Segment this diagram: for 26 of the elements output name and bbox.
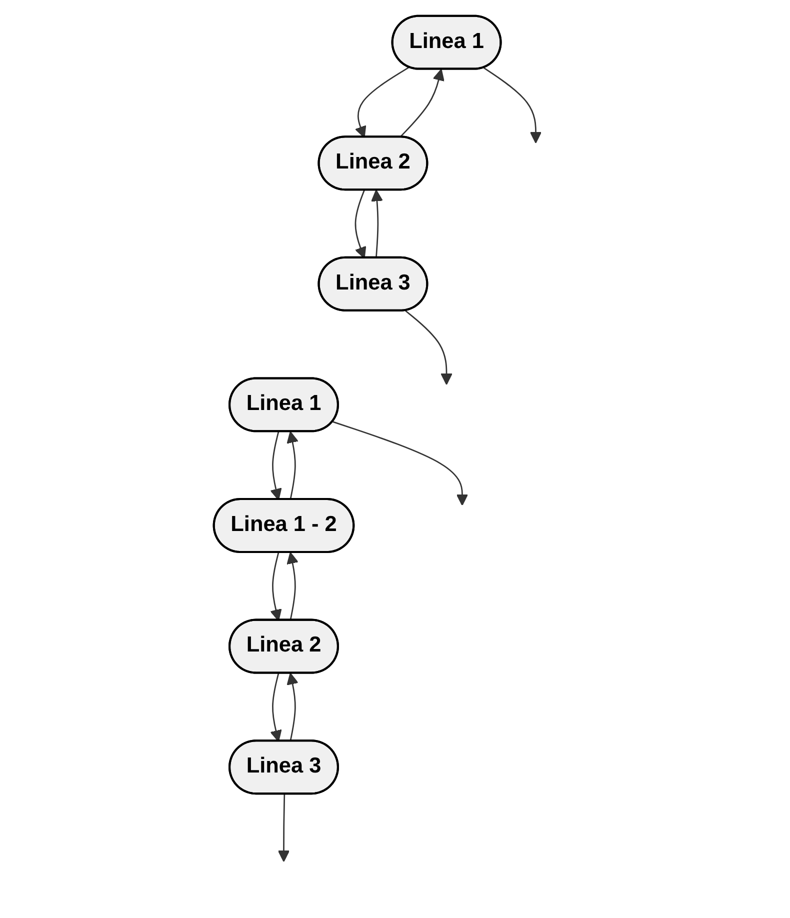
arrow — [483, 67, 542, 144]
node-label: Linea 3 — [335, 270, 410, 297]
rounded-box — [228, 740, 339, 795]
arrow — [270, 673, 282, 742]
arrow — [286, 552, 298, 621]
arrow — [278, 794, 290, 862]
arrow — [270, 432, 282, 500]
arrow — [286, 431, 298, 500]
arrow — [404, 310, 452, 385]
node-label: Linea 3 — [246, 754, 321, 780]
arrow — [286, 672, 298, 742]
node-label: Linea 1 — [246, 392, 321, 418]
node-label: Linea 1 - 2 — [230, 512, 337, 538]
arrow — [370, 190, 383, 258]
rounded-box — [212, 498, 354, 553]
node-label: Linea 2 — [335, 150, 410, 176]
node-label: Linea 1 — [408, 29, 484, 56]
rounded-box — [391, 14, 502, 70]
arrow — [332, 421, 468, 506]
rounded-box — [318, 136, 428, 191]
rounded-box — [228, 618, 339, 674]
arrow — [399, 68, 444, 138]
rounded-box — [318, 256, 428, 312]
rounded-box — [228, 377, 339, 432]
arrow — [354, 66, 410, 138]
node-label: Linea 2 — [246, 633, 321, 660]
